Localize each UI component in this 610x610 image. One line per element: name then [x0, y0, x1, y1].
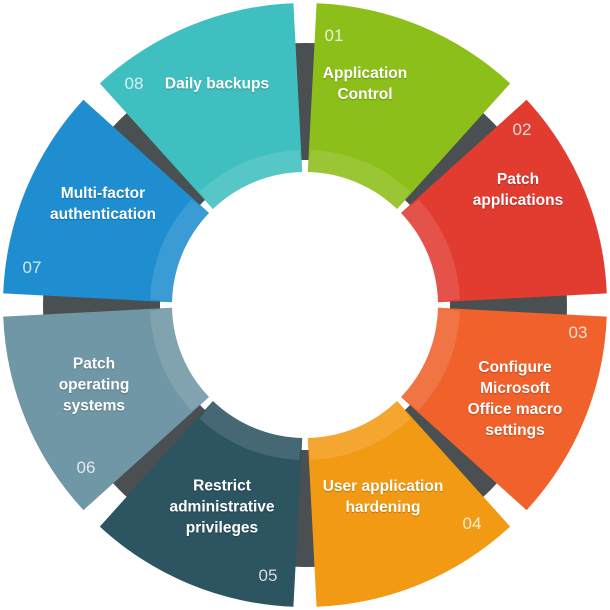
- segment-01-number: 01: [324, 26, 344, 45]
- segment-05-number: 05: [258, 566, 278, 585]
- segment-01-inner-shade: [307, 150, 411, 210]
- segment-06-label: Patch operating systems: [58, 355, 130, 415]
- segment-01: [307, 3, 511, 210]
- segment-06-number: 06: [76, 458, 96, 477]
- segment-04: [307, 400, 511, 607]
- segment-04-number: 04: [462, 514, 482, 533]
- segment-02-inner-shade: [400, 199, 460, 303]
- segment-04-inner-shade: [307, 400, 411, 460]
- segment-06-inner-shade: [150, 307, 210, 411]
- segment-08-label: Daily backups: [164, 75, 270, 93]
- segment-08-number: 08: [124, 74, 144, 93]
- segment-07-label: Multi-factor authentication: [50, 185, 156, 223]
- segment-07-number: 07: [22, 258, 42, 277]
- segment-08-inner-shade: [199, 150, 303, 210]
- segment-02-label: Patch applications: [472, 171, 564, 209]
- segment-05-inner-shade: [199, 400, 303, 460]
- center-hole: [180, 180, 430, 430]
- segment-06: [3, 307, 210, 511]
- segment-03-label: Configure Microsoft Office macro setting…: [467, 359, 563, 439]
- segment-07-inner-shade: [150, 199, 210, 303]
- segment-05: [99, 400, 303, 607]
- segment-02: [400, 99, 607, 303]
- segment-05-label: Restrict administrative privileges: [169, 477, 275, 537]
- segment-04-label: User application hardening: [322, 478, 444, 516]
- segment-02-number: 02: [512, 120, 532, 139]
- segment-08: [99, 3, 303, 210]
- segment-07: [3, 99, 210, 303]
- segment-03-inner-shade: [400, 307, 460, 411]
- ring-gap-band: [43, 43, 567, 567]
- segment-03-number: 03: [568, 323, 588, 342]
- segment-03: [400, 307, 607, 511]
- segment-01-label: Application Control: [322, 65, 408, 103]
